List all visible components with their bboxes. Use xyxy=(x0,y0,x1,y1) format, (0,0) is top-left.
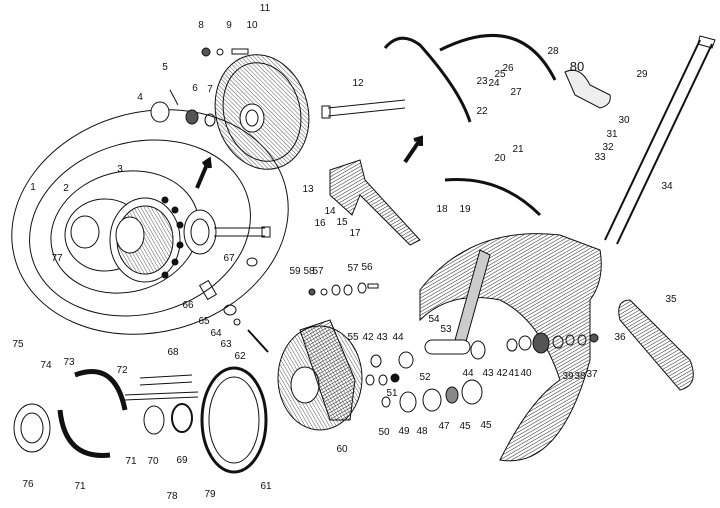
callout-15: 15 xyxy=(336,217,348,228)
callout-39: 39 xyxy=(562,371,574,382)
callout-53: 53 xyxy=(440,324,452,335)
callout-68: 68 xyxy=(167,347,179,358)
callout-18: 18 xyxy=(436,204,448,215)
callout-75: 75 xyxy=(12,339,24,350)
callout-80: 80 xyxy=(569,59,585,74)
callout-2: 2 xyxy=(63,183,69,194)
callout-72: 72 xyxy=(116,365,128,376)
callout-22: 22 xyxy=(476,106,488,117)
hub-flange xyxy=(183,209,271,255)
sprocket xyxy=(109,196,184,283)
callout-1: 1 xyxy=(30,182,36,193)
mudguard xyxy=(419,233,602,462)
callout-16: 16 xyxy=(314,218,326,229)
callout-56: 56 xyxy=(361,262,373,273)
callout-6: 6 xyxy=(192,83,198,94)
callout-44a: 44 xyxy=(462,368,474,379)
callout-20: 20 xyxy=(494,153,506,164)
callout-78: 78 xyxy=(166,491,178,502)
callout-43a: 43 xyxy=(482,368,494,379)
callout-74: 74 xyxy=(40,360,52,371)
callout-13: 13 xyxy=(302,184,314,195)
callout-77: 77 xyxy=(51,253,63,264)
callout-70: 70 xyxy=(147,456,159,467)
callout-34: 34 xyxy=(661,181,673,192)
axle xyxy=(321,99,406,119)
callout-3: 3 xyxy=(117,164,123,175)
callout-76: 76 xyxy=(22,479,34,490)
callout-31: 31 xyxy=(606,129,618,140)
callout-19: 19 xyxy=(459,204,471,215)
callout-49: 49 xyxy=(398,426,410,437)
callout-61: 61 xyxy=(260,481,272,492)
callout-29: 29 xyxy=(636,69,648,80)
callout-50: 50 xyxy=(378,427,390,438)
callout-67: 67 xyxy=(223,253,235,264)
callout-26: 26 xyxy=(502,63,514,74)
callout-27: 27 xyxy=(510,87,522,98)
callout-11: 11 xyxy=(259,3,271,14)
callout-10: 10 xyxy=(246,20,258,31)
callout-43b: 43 xyxy=(376,332,388,343)
callout-66: 66 xyxy=(182,300,194,311)
suspension-strut xyxy=(604,35,716,245)
callout-8: 8 xyxy=(198,20,204,31)
callout-25: 25 xyxy=(494,69,506,80)
callout-64: 64 xyxy=(210,328,222,339)
callout-40: 40 xyxy=(520,368,532,379)
callout-33: 33 xyxy=(594,152,606,163)
callout-69: 69 xyxy=(176,455,188,466)
callout-7: 7 xyxy=(207,84,213,95)
callout-28: 28 xyxy=(547,46,559,57)
callout-24: 24 xyxy=(488,78,500,89)
callout-57a: 57 xyxy=(312,266,324,277)
callout-59: 59 xyxy=(289,266,301,277)
brake-drum xyxy=(214,54,310,170)
callout-63: 63 xyxy=(220,339,232,350)
callout-9: 9 xyxy=(226,20,232,31)
callout-21: 21 xyxy=(512,144,524,155)
callout-14: 14 xyxy=(324,206,336,217)
callout-5: 5 xyxy=(162,62,168,73)
callout-65: 65 xyxy=(198,316,210,327)
brake-plate xyxy=(277,319,363,431)
chain-guard xyxy=(329,159,421,246)
callout-57b: 57 xyxy=(347,263,359,274)
callout-45a: 45 xyxy=(480,420,492,431)
callout-17: 17 xyxy=(349,228,361,239)
callout-42a: 42 xyxy=(496,368,508,379)
callout-35: 35 xyxy=(665,294,677,305)
callout-42b: 42 xyxy=(362,332,374,343)
callout-47: 47 xyxy=(438,421,450,432)
callout-44b: 44 xyxy=(392,332,404,343)
callout-36: 36 xyxy=(614,332,626,343)
callout-41: 41 xyxy=(508,368,520,379)
callout-54: 54 xyxy=(428,314,440,325)
callout-32: 32 xyxy=(602,142,614,153)
callout-62: 62 xyxy=(234,351,246,362)
callout-60: 60 xyxy=(336,444,348,455)
callout-48: 48 xyxy=(416,426,428,437)
callout-4: 4 xyxy=(137,92,143,103)
callout-52: 52 xyxy=(419,372,431,383)
callout-37: 37 xyxy=(586,369,598,380)
callout-55: 55 xyxy=(347,332,359,343)
callout-23: 23 xyxy=(476,76,488,87)
callout-71b: 71 xyxy=(74,481,86,492)
callout-30: 30 xyxy=(618,115,630,126)
callout-45b: 45 xyxy=(459,421,471,432)
callout-58: 58 xyxy=(303,266,315,277)
callout-38: 38 xyxy=(574,371,586,382)
callout-73: 73 xyxy=(63,357,75,368)
callout-51: 51 xyxy=(386,388,398,399)
callout-71a: 71 xyxy=(125,456,137,467)
callout-12: 12 xyxy=(352,78,364,89)
callout-79: 79 xyxy=(204,489,216,500)
